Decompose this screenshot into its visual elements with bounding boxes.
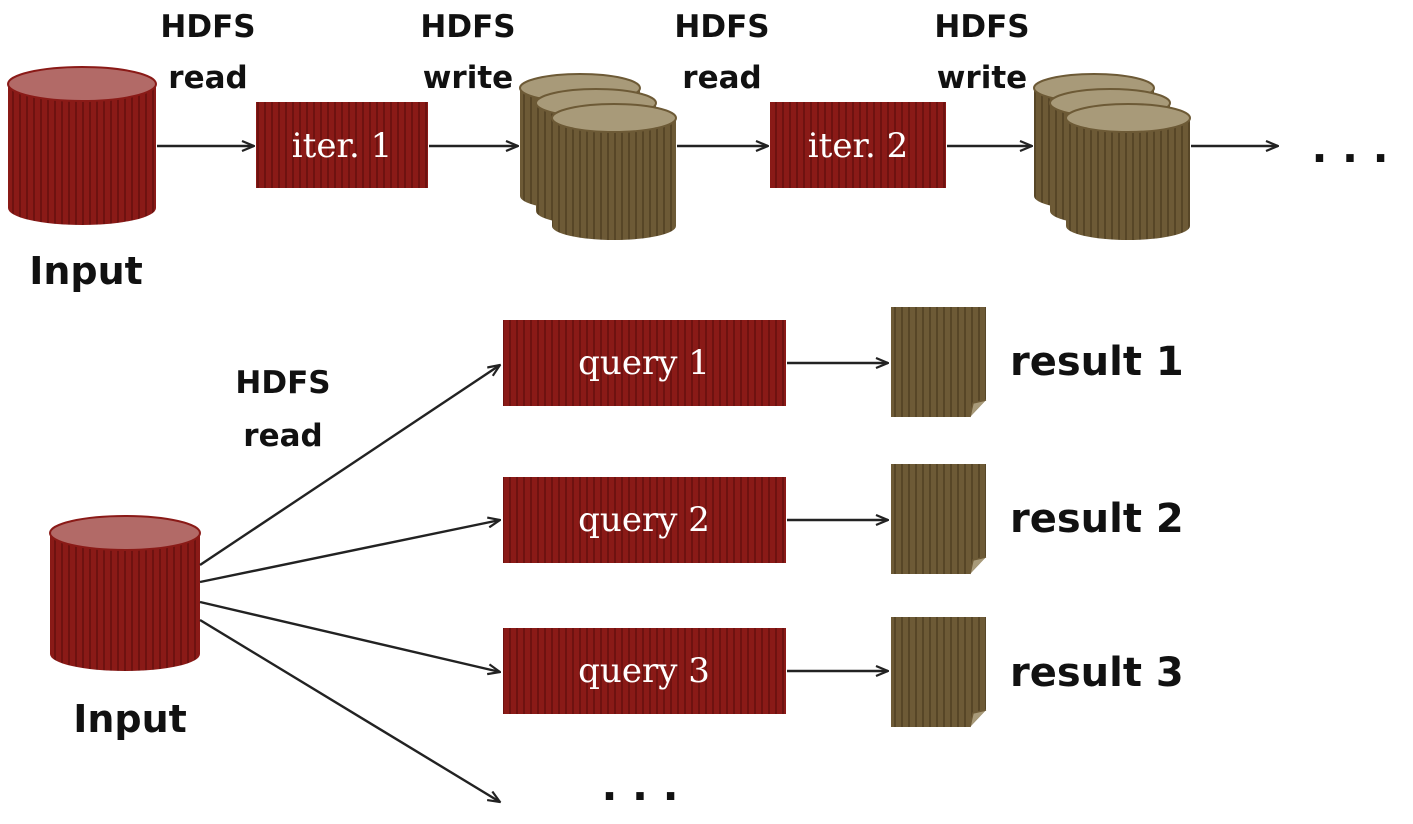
svg-text:write: write — [937, 60, 1027, 96]
svg-text:read: read — [168, 60, 247, 96]
arrow-input-to-query1 — [199, 365, 500, 566]
hdfs-write-label-1: HDFS write — [420, 9, 515, 96]
query-1-box: query 1 — [503, 320, 786, 406]
input-label: Input — [29, 249, 143, 293]
result-3-label: result 3 — [1010, 650, 1184, 696]
hdfs-write-label-2: HDFS write — [934, 9, 1029, 96]
iteration-1-box: iter. 1 — [256, 102, 428, 188]
continuation-dots-top: . . . — [1311, 123, 1388, 172]
svg-text:query 3: query 3 — [578, 651, 710, 691]
query-3-box: query 3 — [503, 628, 786, 714]
query-2-box: query 2 — [503, 477, 786, 563]
result-3-document-icon — [891, 617, 987, 728]
query-input-label: Input — [73, 697, 187, 741]
svg-text:query 2: query 2 — [578, 500, 710, 540]
result-2-label: result 2 — [1010, 496, 1184, 542]
svg-text:HDFS: HDFS — [420, 9, 515, 45]
hdfs-read-label-2: HDFS read — [674, 9, 769, 96]
result-1-document-icon — [891, 307, 987, 418]
arrow-input-to-more — [199, 618, 500, 802]
svg-text:iter. 1: iter. 1 — [292, 126, 392, 166]
result-2-document-icon — [891, 464, 987, 575]
hdfs-read-label-queries: HDFS read — [235, 365, 330, 454]
input-database-icon — [7, 66, 157, 225]
result-1-label: result 1 — [1010, 339, 1184, 385]
svg-text:write: write — [423, 60, 513, 96]
svg-text:HDFS: HDFS — [934, 9, 1029, 45]
iteration-2-box: iter. 2 — [770, 102, 946, 188]
intermediate-storage-icon-2 — [1033, 73, 1191, 240]
arrow-input-to-query2 — [199, 520, 500, 584]
svg-text:HDFS: HDFS — [160, 9, 255, 45]
query-input-database-icon — [49, 515, 201, 671]
svg-text:iter. 2: iter. 2 — [808, 126, 908, 166]
svg-text:query 1: query 1 — [578, 343, 710, 383]
svg-text:read: read — [682, 60, 761, 96]
svg-text:read: read — [243, 418, 322, 454]
svg-text:HDFS: HDFS — [674, 9, 769, 45]
arrow-input-to-query3 — [199, 600, 500, 672]
continuation-dots-bottom: . . . — [601, 761, 678, 810]
intermediate-storage-icon-1 — [519, 73, 677, 240]
hdfs-read-label-1: HDFS read — [160, 9, 255, 96]
svg-text:HDFS: HDFS — [235, 365, 330, 401]
